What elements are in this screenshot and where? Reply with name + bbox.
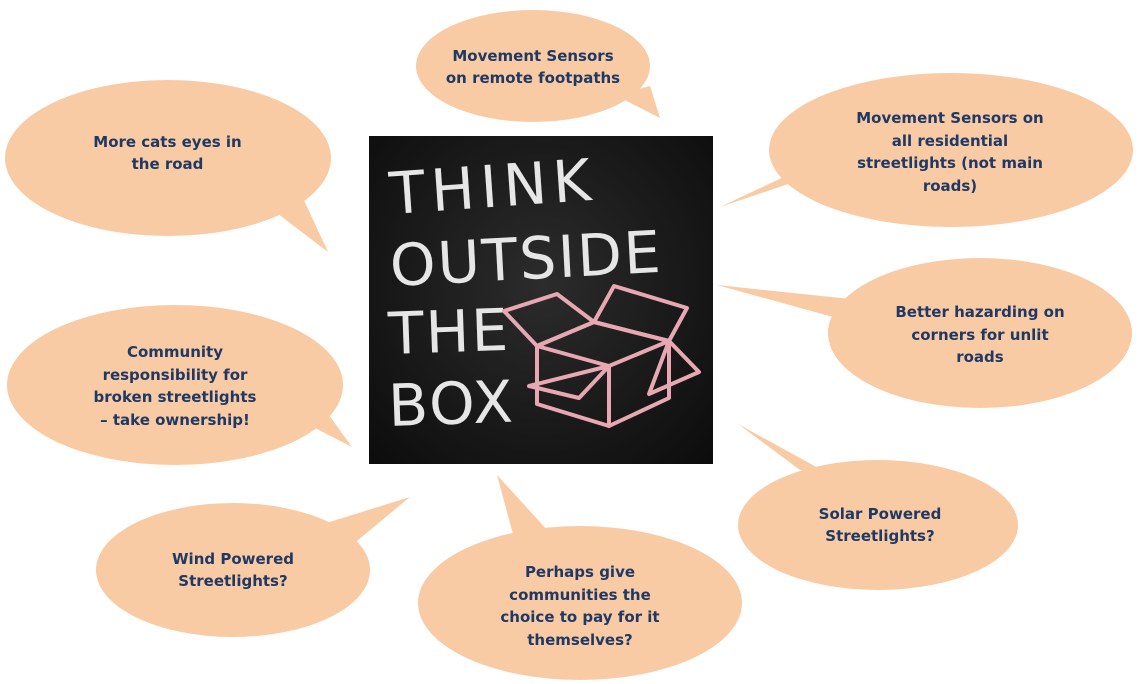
open-box-icon xyxy=(502,284,701,428)
bubble-text-bottom-left: Wind Powered Streetlights? xyxy=(172,549,294,591)
bubble-bottom-center xyxy=(418,475,742,680)
chalk-line-4: BOX xyxy=(387,368,516,440)
bubble-text-top-center: Movement Sensors on remote footpaths xyxy=(445,46,621,88)
bubble-text-mid-right: Better hazarding on corners for unlit ro… xyxy=(895,303,1065,367)
bubble-text-top-left: More cats eyes in the road xyxy=(93,132,242,174)
chalk-line-1: THINK xyxy=(386,146,599,228)
bubble-text-bottom-center: Perhaps give communities the choice to p… xyxy=(500,563,660,649)
chalk-line-3: THE xyxy=(386,296,511,368)
bubble-text-bottom-right: Solar Powered Streetlights? xyxy=(818,504,942,546)
bubble-top-right xyxy=(720,73,1133,227)
bubble-mid-right xyxy=(717,258,1132,408)
bubble-text-mid-left: Community responsibility for broken stre… xyxy=(93,343,257,429)
bubble-top-left xyxy=(5,80,331,252)
chalkboard-image: THINK OUTSIDE THE BOX xyxy=(369,136,713,464)
bubble-bottom-left xyxy=(96,497,410,637)
bubble-mid-left xyxy=(7,305,352,465)
bubble-top-center xyxy=(416,10,660,122)
bubble-text-top-right: Movement Sensors on all residential stre… xyxy=(856,109,1044,195)
bubble-bottom-right xyxy=(738,424,1018,590)
